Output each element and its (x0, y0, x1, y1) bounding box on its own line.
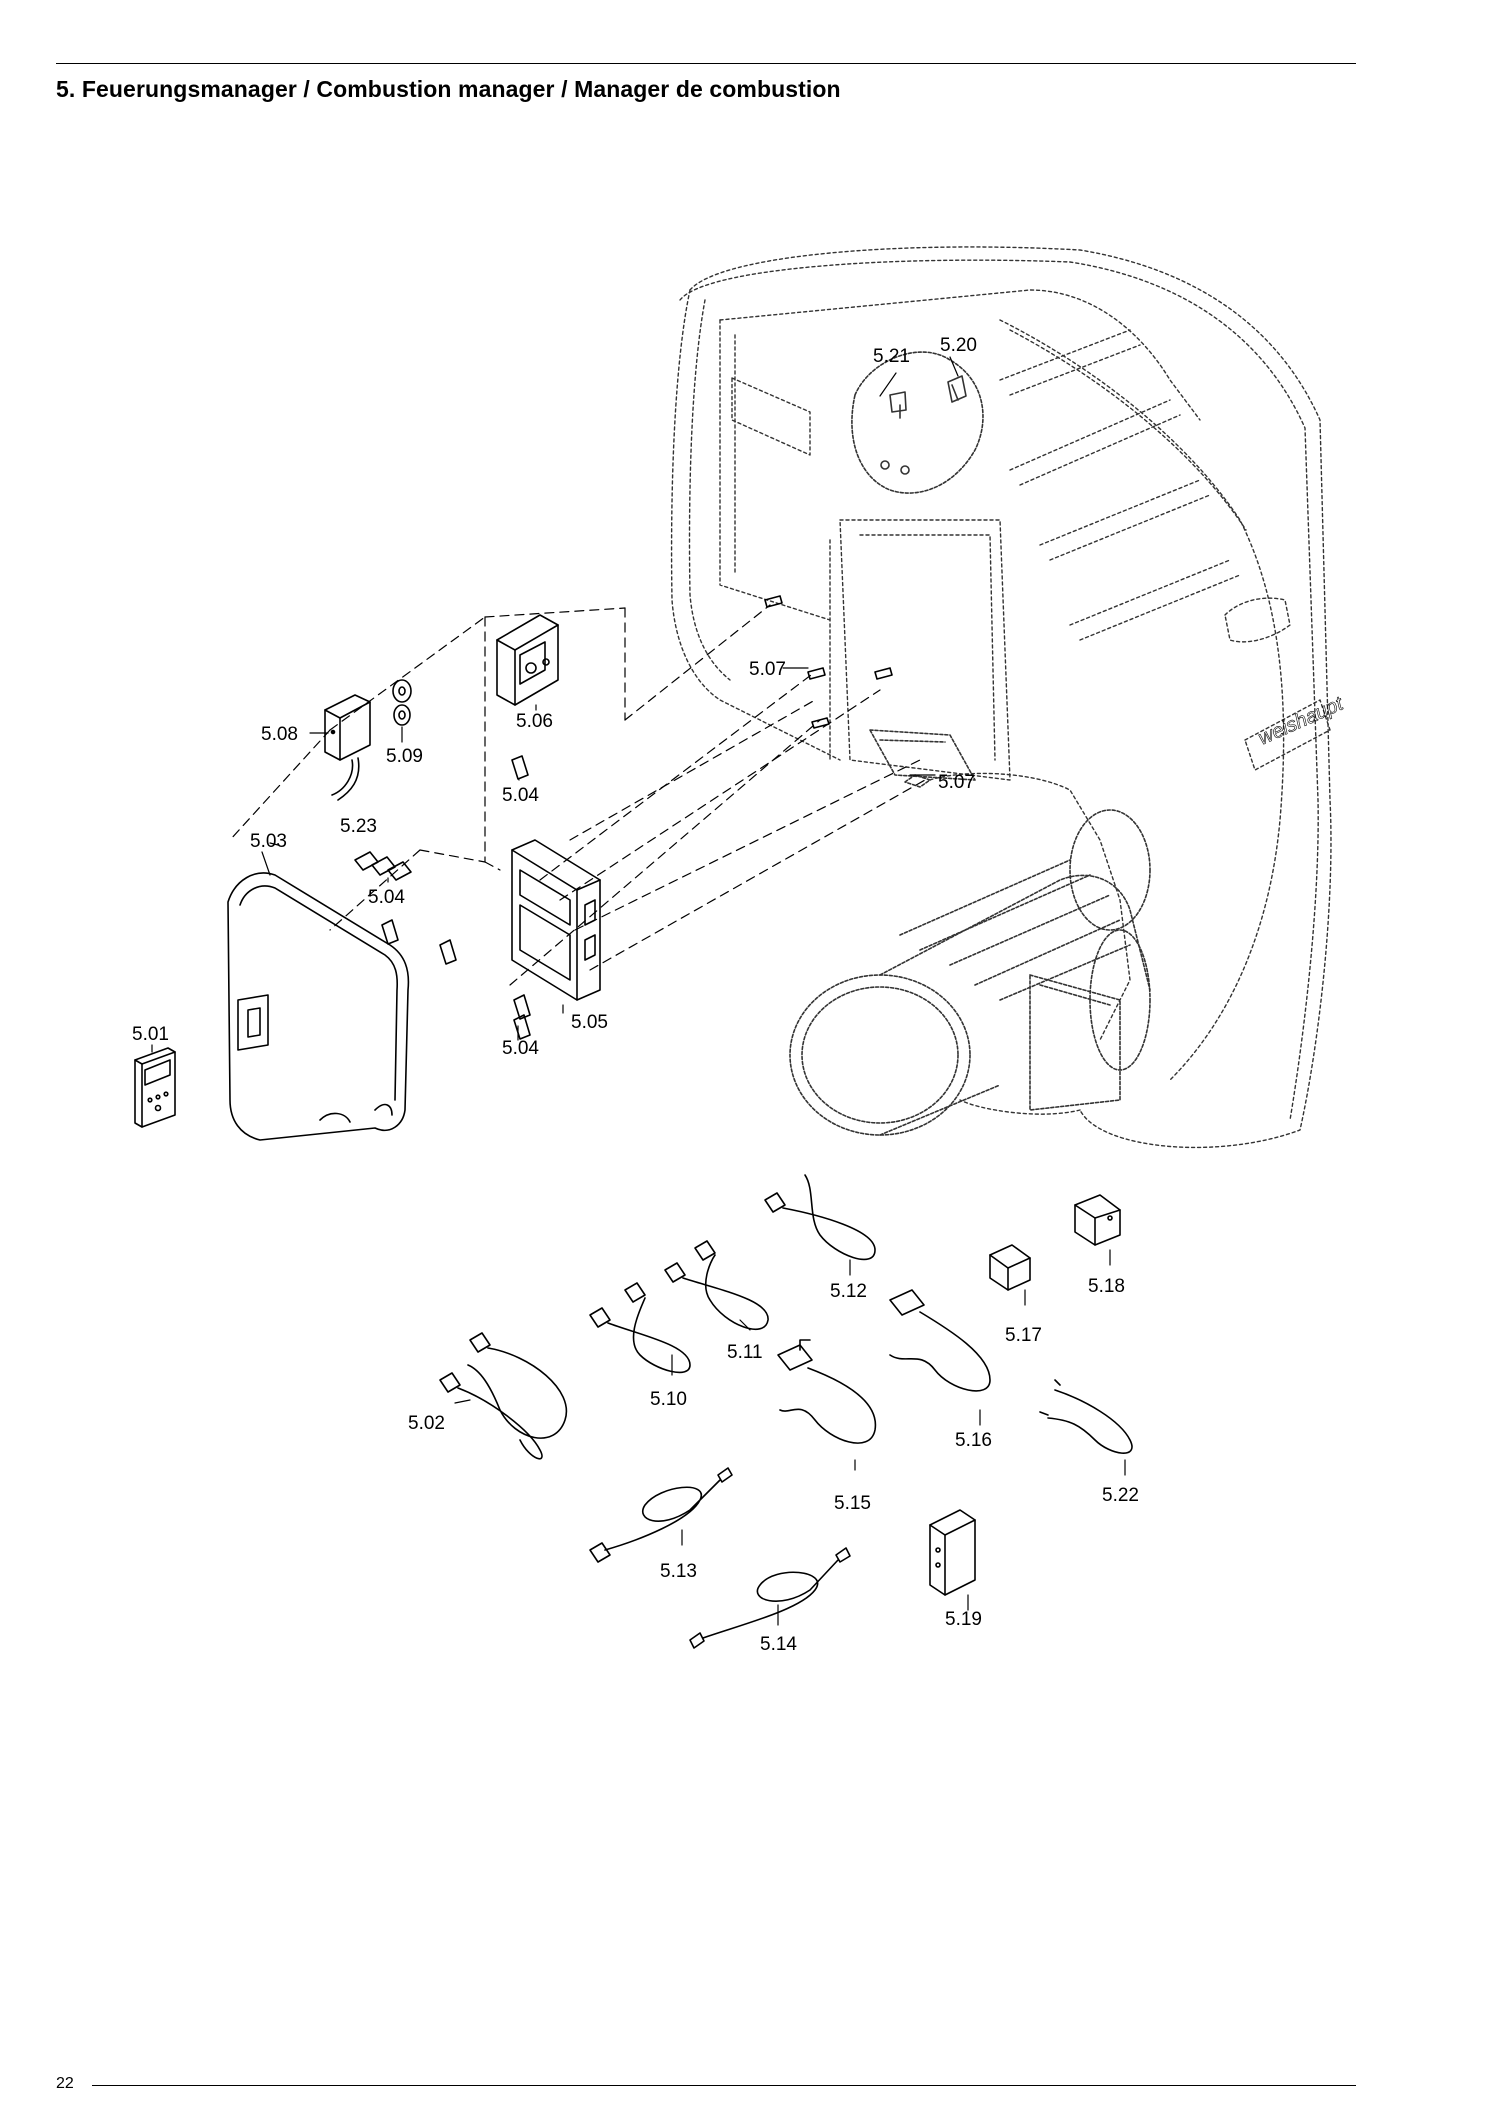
label-5-14: 5.14 (760, 1634, 797, 1655)
cable-5-02 (439, 1332, 568, 1460)
label-5-15: 5.15 (834, 1493, 871, 1514)
label-5-21: 5.21 (873, 346, 910, 367)
motor (789, 809, 1151, 1136)
label-5-16: 5.16 (955, 1430, 992, 1451)
page-title: 5. Feuerungsmanager / Combustion manager… (56, 76, 841, 102)
ignition-unit-5-08 (324, 694, 371, 801)
cable-5-10 (589, 1282, 691, 1374)
label-5-01: 5.01 (132, 1024, 169, 1045)
page-number: 22 (56, 2075, 74, 2092)
label-5-07-a: 5.07 (749, 659, 786, 680)
housing-brand-lettering: weishaupt (1255, 692, 1348, 749)
label-5-19: 5.19 (945, 1609, 982, 1630)
cable-5-14 (689, 1547, 851, 1649)
combustion-manager-5-05 (511, 839, 601, 1001)
sensor-5-17 (989, 1244, 1031, 1291)
control-disk (851, 351, 984, 494)
label-5-13: 5.13 (660, 1561, 697, 1582)
sensor-5-18 (1074, 1194, 1121, 1246)
label-5-20: 5.20 (940, 335, 977, 356)
label-5-06: 5.06 (516, 711, 553, 732)
label-5-04-b: 5.04 (368, 887, 405, 908)
assembly-lines (229, 604, 926, 986)
label-5-04-a: 5.04 (502, 785, 539, 806)
plugs-5-23 (354, 851, 412, 881)
label-5-02: 5.02 (408, 1413, 445, 1434)
cable-5-16 (889, 1289, 991, 1392)
cable-5-11 (664, 1240, 769, 1331)
label-5-05: 5.05 (571, 1012, 608, 1033)
cover-5-03 (227, 872, 410, 1141)
relay-5-19 (929, 1509, 976, 1596)
label-5-22: 5.22 (1102, 1485, 1139, 1506)
bottom-rule (92, 2085, 1356, 2086)
top-rule (56, 63, 1356, 64)
label-5-23: 5.23 (340, 816, 377, 837)
bracket (869, 729, 976, 788)
label-5-17: 5.17 (1005, 1325, 1042, 1346)
leader-lines (151, 356, 1126, 1626)
label-5-08: 5.08 (261, 724, 298, 745)
cable-5-15 (777, 1339, 877, 1444)
cable-5-13 (589, 1467, 733, 1563)
label-5-03: 5.03 (250, 831, 287, 852)
label-5-04-c: 5.04 (502, 1038, 539, 1059)
label-5-09: 5.09 (386, 746, 423, 767)
transformer-5-06 (496, 614, 559, 706)
display-5-01 (134, 1047, 176, 1128)
cable-5-12 (764, 1174, 876, 1261)
label-5-18: 5.18 (1088, 1276, 1125, 1297)
part-labels: 5.21 5.20 5.07 5.07 5.08 5.09 5.06 5.04 … (132, 335, 1139, 1655)
cable-5-22 (1039, 1379, 1133, 1454)
label-5-10: 5.10 (650, 1389, 687, 1410)
label-5-11: 5.11 (727, 1342, 763, 1363)
label-5-07-b: 5.07 (938, 772, 975, 793)
washers-5-09 (392, 679, 412, 726)
burner-housing (670, 246, 1332, 1149)
label-5-12: 5.12 (830, 1281, 867, 1302)
